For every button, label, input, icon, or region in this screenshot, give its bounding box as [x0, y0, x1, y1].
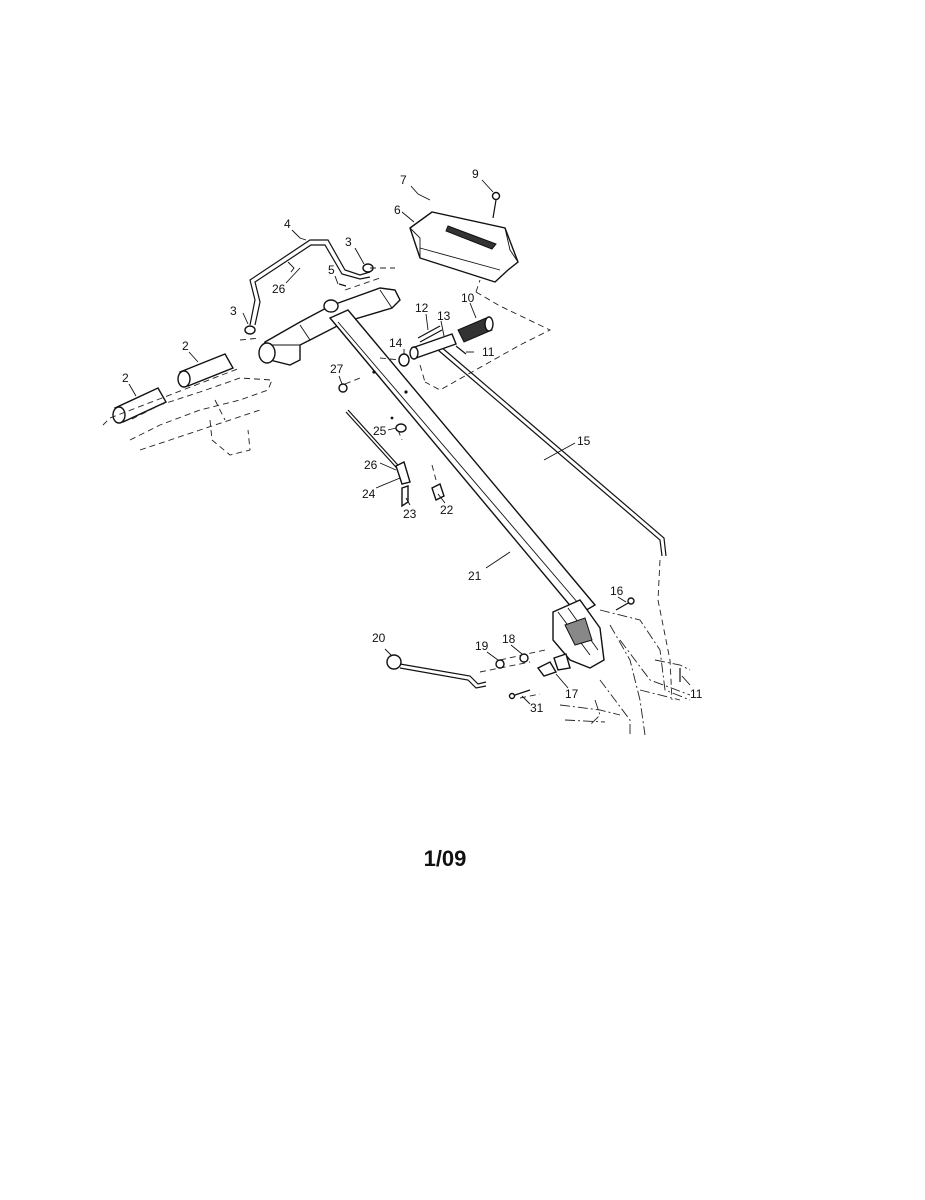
- callout-25: 25: [373, 424, 387, 438]
- part-18-nut: [519, 653, 529, 663]
- part-24-bracket: [395, 461, 411, 485]
- callout-19: 19: [475, 639, 489, 653]
- callout-10: 10: [461, 291, 475, 305]
- leader-lines: [128, 179, 691, 705]
- part-27-nut: [338, 383, 348, 393]
- callout-5: 5: [328, 263, 335, 277]
- part-14-washer: [398, 353, 410, 367]
- part-22-clip: [431, 483, 445, 501]
- callout-3: 3: [230, 304, 237, 318]
- phantom-frame-outline: [559, 609, 691, 736]
- callout-17: 17: [565, 687, 579, 701]
- part-25-nut: [395, 423, 407, 433]
- callout-3: 3: [345, 235, 352, 249]
- part-16-bolt: [615, 597, 635, 611]
- part-12-pin: [417, 325, 443, 343]
- part-7-mark: [417, 193, 431, 201]
- callout-11: 11: [482, 345, 495, 359]
- part-2-grip-right: [177, 353, 235, 388]
- callout-2: 2: [182, 339, 189, 353]
- callout-6: 6: [394, 203, 401, 217]
- callout-13: 13: [437, 309, 451, 323]
- callout-12: 12: [415, 301, 429, 315]
- part-19-washer: [495, 659, 505, 669]
- part-2-grip-left: [112, 387, 167, 424]
- callout-22: 22: [440, 503, 454, 517]
- date-code: 1/09: [423, 846, 467, 871]
- callout-14: 14: [389, 336, 403, 350]
- part-3-washer-left: [244, 325, 256, 335]
- callout-7: 7: [400, 173, 407, 187]
- callout-27: 27: [330, 362, 344, 376]
- part-23-clip: [401, 485, 409, 508]
- part-6-cover: [409, 211, 519, 283]
- tube-hole-3: [390, 416, 394, 420]
- part-31-bolt: [508, 689, 531, 700]
- callout-26: 26: [272, 282, 286, 296]
- tube-hole-1: [372, 370, 376, 374]
- callout-26: 26: [364, 458, 378, 472]
- part-20-control-rod: [386, 654, 487, 689]
- callout-4: 4: [284, 217, 291, 231]
- callout-2: 2: [122, 371, 129, 385]
- callout-15: 15: [577, 434, 591, 448]
- part-4-bracket: [249, 239, 371, 326]
- callout-11: 11: [690, 687, 703, 701]
- callout-31: 31: [530, 701, 544, 715]
- callout-23: 23: [403, 507, 417, 521]
- phantom-handle-outline: [129, 377, 273, 456]
- callout-24: 24: [362, 487, 376, 501]
- part-9-bolt: [491, 191, 501, 219]
- part-17-block-a: [536, 661, 558, 677]
- part-11-pin-upper: [455, 345, 467, 355]
- callout-16: 16: [610, 584, 624, 598]
- part-26-rod-lower: [345, 409, 407, 477]
- callout-20: 20: [372, 631, 386, 645]
- part-17-block-b: [553, 653, 571, 671]
- callout-18: 18: [502, 632, 516, 646]
- part-13-lever: [409, 333, 457, 360]
- callout-21: 21: [468, 569, 482, 583]
- callouts: 7 9 6 4 3 5 26 3 10 12 13 14 11 2 2 27 2…: [122, 167, 703, 715]
- part-10-grip: [457, 316, 494, 343]
- tube-hole-2: [404, 390, 408, 394]
- part-21-main-tube: [328, 309, 605, 669]
- part-15-rod: [437, 345, 667, 557]
- part-5-pin: [338, 283, 347, 287]
- handle-bar-frame: [258, 287, 401, 366]
- callout-9: 9: [472, 167, 479, 181]
